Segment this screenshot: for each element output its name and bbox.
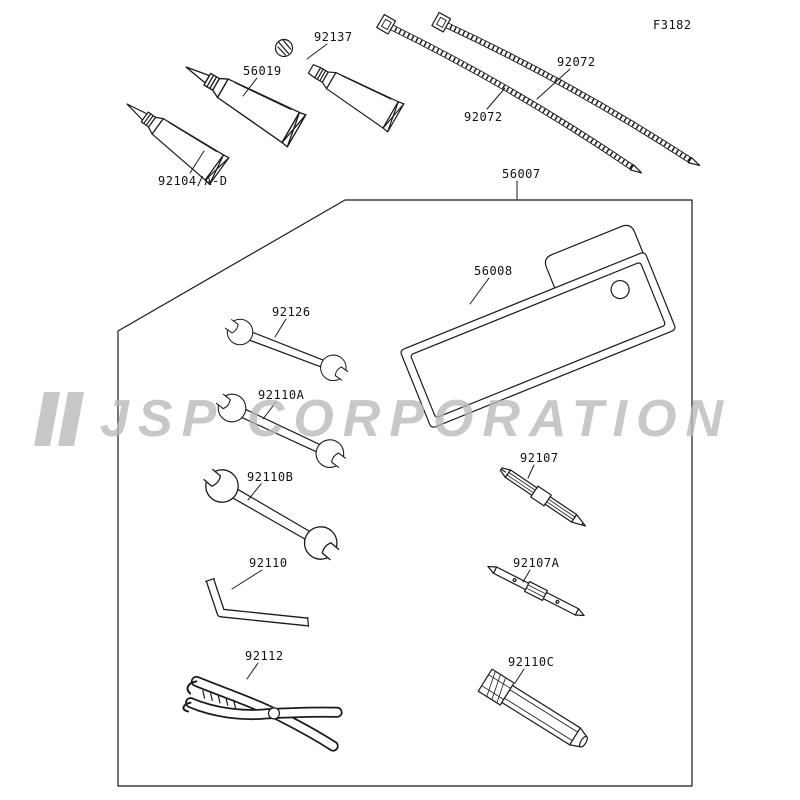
part-label-92072-left: 92072: [464, 110, 503, 124]
part-label-56008: 56008: [474, 264, 513, 278]
socket-tool-drawing: [477, 668, 588, 748]
part-label-92112: 92112: [245, 649, 284, 663]
part-label-92104: 92104/A-D: [158, 174, 228, 188]
figure-code-label: F3182: [653, 18, 692, 32]
part-label-92110: 92110: [249, 556, 288, 570]
part-label-92072-right: 92072: [557, 55, 596, 69]
pliers-drawing: [182, 675, 343, 752]
cable-tie-1-drawing: [377, 15, 646, 180]
driver-bit-92107A-drawing: [487, 565, 585, 617]
tool-pouch-drawing: [400, 224, 676, 428]
tool-case-outline: [117, 199, 693, 787]
part-label-92110B: 92110B: [247, 470, 294, 484]
wrench-92110B-drawing: [197, 461, 346, 568]
cable-tie-2-drawing: [432, 13, 703, 173]
tube-92104-drawing: [124, 100, 230, 185]
part-label-92107A: 92107A: [513, 556, 560, 570]
part-label-56007: 56007: [502, 167, 541, 181]
hex-key-drawing: [205, 577, 310, 628]
tube-92137-drawing: [274, 38, 405, 133]
part-label-92107: 92107: [520, 451, 559, 465]
tube-cap-drawing: [274, 38, 294, 58]
leader-lines: [189, 43, 571, 684]
driver-bit-92107-drawing: [499, 467, 586, 527]
part-label-56019: 56019: [243, 64, 282, 78]
wrench-92126-drawing: [220, 313, 353, 387]
part-label-92110C: 92110C: [508, 655, 555, 669]
part-label-92110A: 92110A: [258, 388, 305, 402]
part-label-92126: 92126: [272, 305, 311, 319]
part-label-92137: 92137: [314, 30, 353, 44]
tube-56019-drawing: [183, 62, 307, 148]
wrench-92110A-drawing: [211, 387, 351, 475]
